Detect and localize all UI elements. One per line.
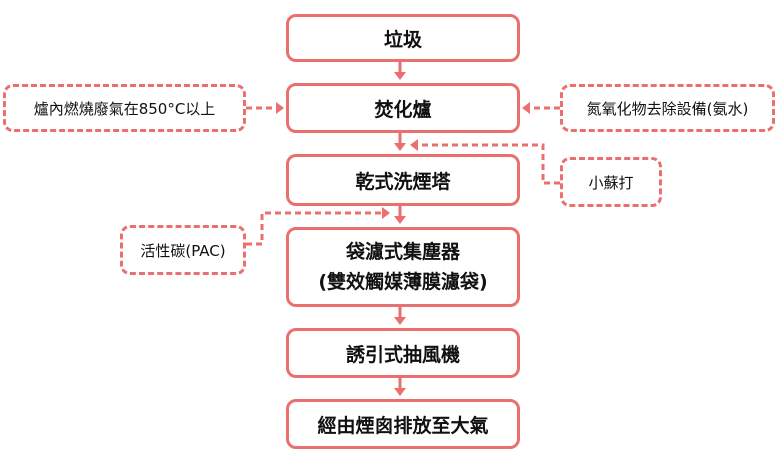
input-furnace-temp: 爐內燃燒廢氣在850°C以上 — [3, 84, 246, 132]
step-induced-fan: 誘引式抽風機 — [286, 328, 520, 378]
arrowhead — [394, 72, 406, 80]
input-nox-equipment-label: 氮氧化物去除設備(氨水) — [586, 99, 749, 118]
arrowhead — [410, 139, 418, 151]
step-baghouse-label: 袋濾式集塵器 — [345, 241, 460, 263]
step-garbage-label: 垃圾 — [383, 28, 422, 51]
step-induced-fan-label: 誘引式抽風機 — [345, 343, 460, 366]
step-incinerator-label: 焚化爐 — [374, 98, 432, 121]
arrowhead — [394, 216, 406, 224]
arrowhead — [394, 317, 406, 325]
arrow-sodium-to-scrubber — [418, 143, 560, 185]
step-dry-scrubber: 乾式洗煙塔 — [286, 154, 520, 206]
arrow-carbon-to-baghouse — [246, 211, 382, 246]
step-baghouse-sublabel: (雙效觸媒薄膜濾袋) — [318, 271, 488, 293]
step-garbage: 垃圾 — [286, 14, 520, 62]
arrowhead — [394, 143, 406, 151]
step-incinerator: 焚化爐 — [286, 83, 520, 133]
input-furnace-temp-label: 爐內燃燒廢氣在850°C以上 — [33, 99, 216, 118]
step-dry-scrubber-label: 乾式洗煙塔 — [355, 170, 451, 193]
input-nox-equipment: 氮氧化物去除設備(氨水) — [560, 84, 775, 132]
input-baking-soda-label: 小蘇打 — [588, 173, 634, 192]
input-activated-carbon: 活性碳(PAC) — [120, 225, 246, 275]
input-activated-carbon-label: 活性碳(PAC) — [140, 241, 226, 260]
step-stack-exhaust: 經由煙囪排放至大氣 — [286, 399, 520, 449]
arrowhead — [522, 102, 530, 114]
arrowhead — [382, 207, 390, 219]
step-baghouse: 袋濾式集塵器 (雙效觸媒薄膜濾袋) — [286, 227, 520, 307]
step-stack-exhaust-label: 經由煙囪排放至大氣 — [317, 414, 489, 437]
arrowhead — [394, 388, 406, 396]
arrowhead — [276, 102, 284, 114]
input-baking-soda: 小蘇打 — [560, 157, 662, 207]
